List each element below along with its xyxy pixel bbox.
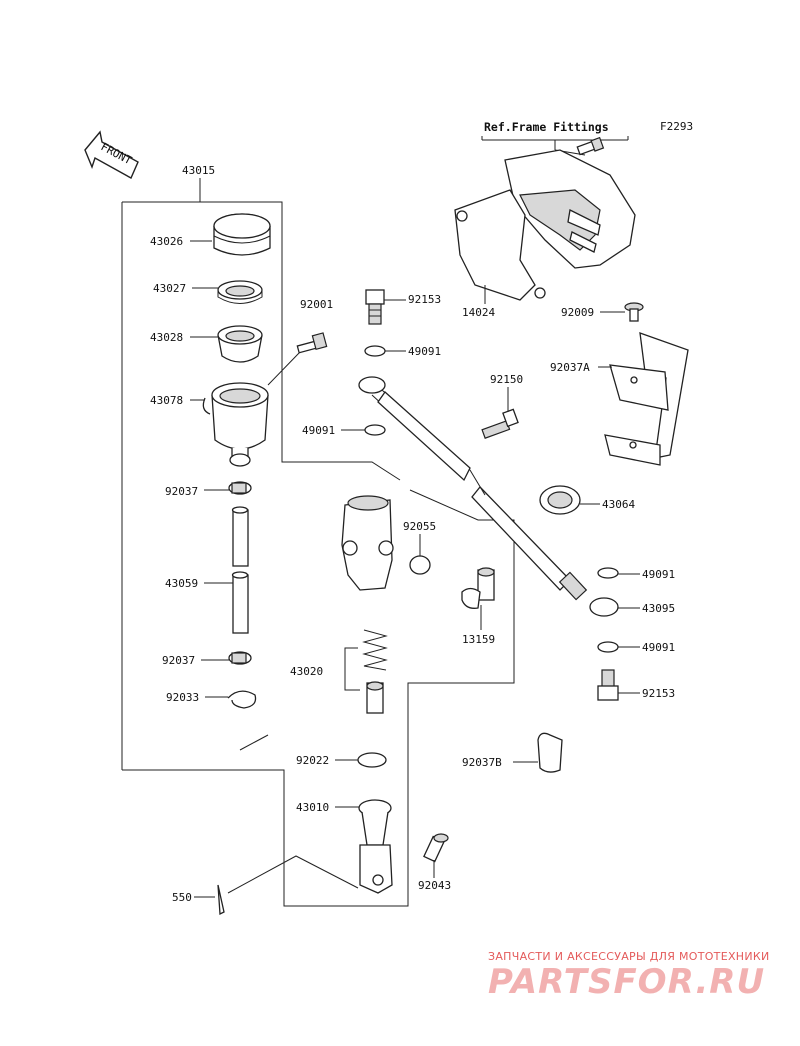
brake-hose-43095	[358, 376, 619, 617]
svg-text:92043: 92043	[418, 879, 451, 892]
bolt-92001	[267, 332, 328, 386]
diaphragm-43028	[217, 325, 263, 363]
reservoir-cap-43026	[213, 213, 271, 256]
svg-text:92150: 92150	[490, 373, 523, 386]
watermark-tagline: ЗАПЧАСТИ И АКСЕССУАРЫ ДЛЯ МОТОТЕХНИКИ	[488, 950, 770, 963]
svg-text:49091: 49091	[642, 568, 675, 581]
guard-14024	[454, 149, 636, 301]
svg-text:92037B: 92037B	[462, 756, 502, 769]
watermark-logo: PARTSFOR.RU	[488, 962, 766, 1002]
screw-92009	[624, 302, 644, 322]
svg-text:49091: 49091	[302, 424, 335, 437]
svg-text:92037A: 92037A	[550, 361, 590, 374]
spring-43020	[344, 629, 388, 714]
svg-text:49091: 49091	[642, 641, 675, 654]
hose-43059	[231, 506, 249, 634]
svg-text:92033: 92033	[166, 691, 199, 704]
svg-text:43064: 43064	[602, 498, 635, 511]
front-arrow-icon: FRONT	[84, 130, 139, 179]
svg-text:92022: 92022	[296, 754, 329, 767]
plate-43027	[217, 280, 263, 304]
svg-text:43027: 43027	[153, 282, 186, 295]
figure-code: F2293	[660, 120, 693, 133]
svg-text:43078: 43078	[150, 394, 183, 407]
washer-49091-b	[364, 424, 386, 436]
joint-13159	[461, 567, 495, 609]
group-43015-bracket	[121, 178, 515, 907]
svg-text:43059: 43059	[165, 577, 198, 590]
clamp-92037B	[537, 732, 563, 773]
washer-49091-c	[597, 567, 619, 579]
o-ring-92055	[409, 555, 431, 575]
svg-text:49091: 49091	[408, 345, 441, 358]
pin-92043	[423, 833, 449, 863]
svg-text:43095: 43095	[642, 602, 675, 615]
circlip-92022	[357, 752, 387, 768]
svg-text:92153: 92153	[408, 293, 441, 306]
svg-text:92009: 92009	[561, 306, 594, 319]
svg-text:43026: 43026	[150, 235, 183, 248]
svg-text:92037: 92037	[165, 485, 198, 498]
svg-text:43028: 43028	[150, 331, 183, 344]
svg-text:14024: 14024	[462, 306, 495, 319]
bolt-92150	[481, 408, 519, 439]
svg-text:43015: 43015	[182, 164, 215, 177]
svg-text:550: 550	[172, 891, 192, 904]
banjo-bolt-92153-upper	[365, 289, 385, 325]
washer-49091-d	[597, 641, 619, 653]
push-rod-43010	[358, 799, 393, 894]
svg-text:92153: 92153	[642, 687, 675, 700]
circlip-92033	[227, 690, 257, 709]
washer-49091-a	[364, 345, 386, 357]
reservoir-43078	[202, 382, 269, 467]
clamp-92037-upper	[228, 481, 252, 495]
svg-text:92055: 92055	[403, 520, 436, 533]
svg-text:92001: 92001	[300, 298, 333, 311]
svg-text:43010: 43010	[296, 801, 329, 814]
svg-text:13159: 13159	[462, 633, 495, 646]
svg-text:92037: 92037	[162, 654, 195, 667]
banjo-bolt-92153-lower	[597, 669, 619, 701]
svg-text:43020: 43020	[290, 665, 323, 678]
clamp-92037-lower	[228, 651, 252, 665]
ref-frame-fittings-label: Ref.Frame Fittings	[484, 120, 609, 134]
cotter-pin-550	[217, 855, 359, 916]
frame-bolt-icon	[576, 136, 605, 156]
grommet-43064	[539, 485, 581, 515]
master-cylinder-body	[341, 495, 394, 591]
part-labels: 43015 43026 43027 43028 43078 92037 4305…	[150, 164, 675, 904]
bracket-92037A	[604, 332, 689, 466]
